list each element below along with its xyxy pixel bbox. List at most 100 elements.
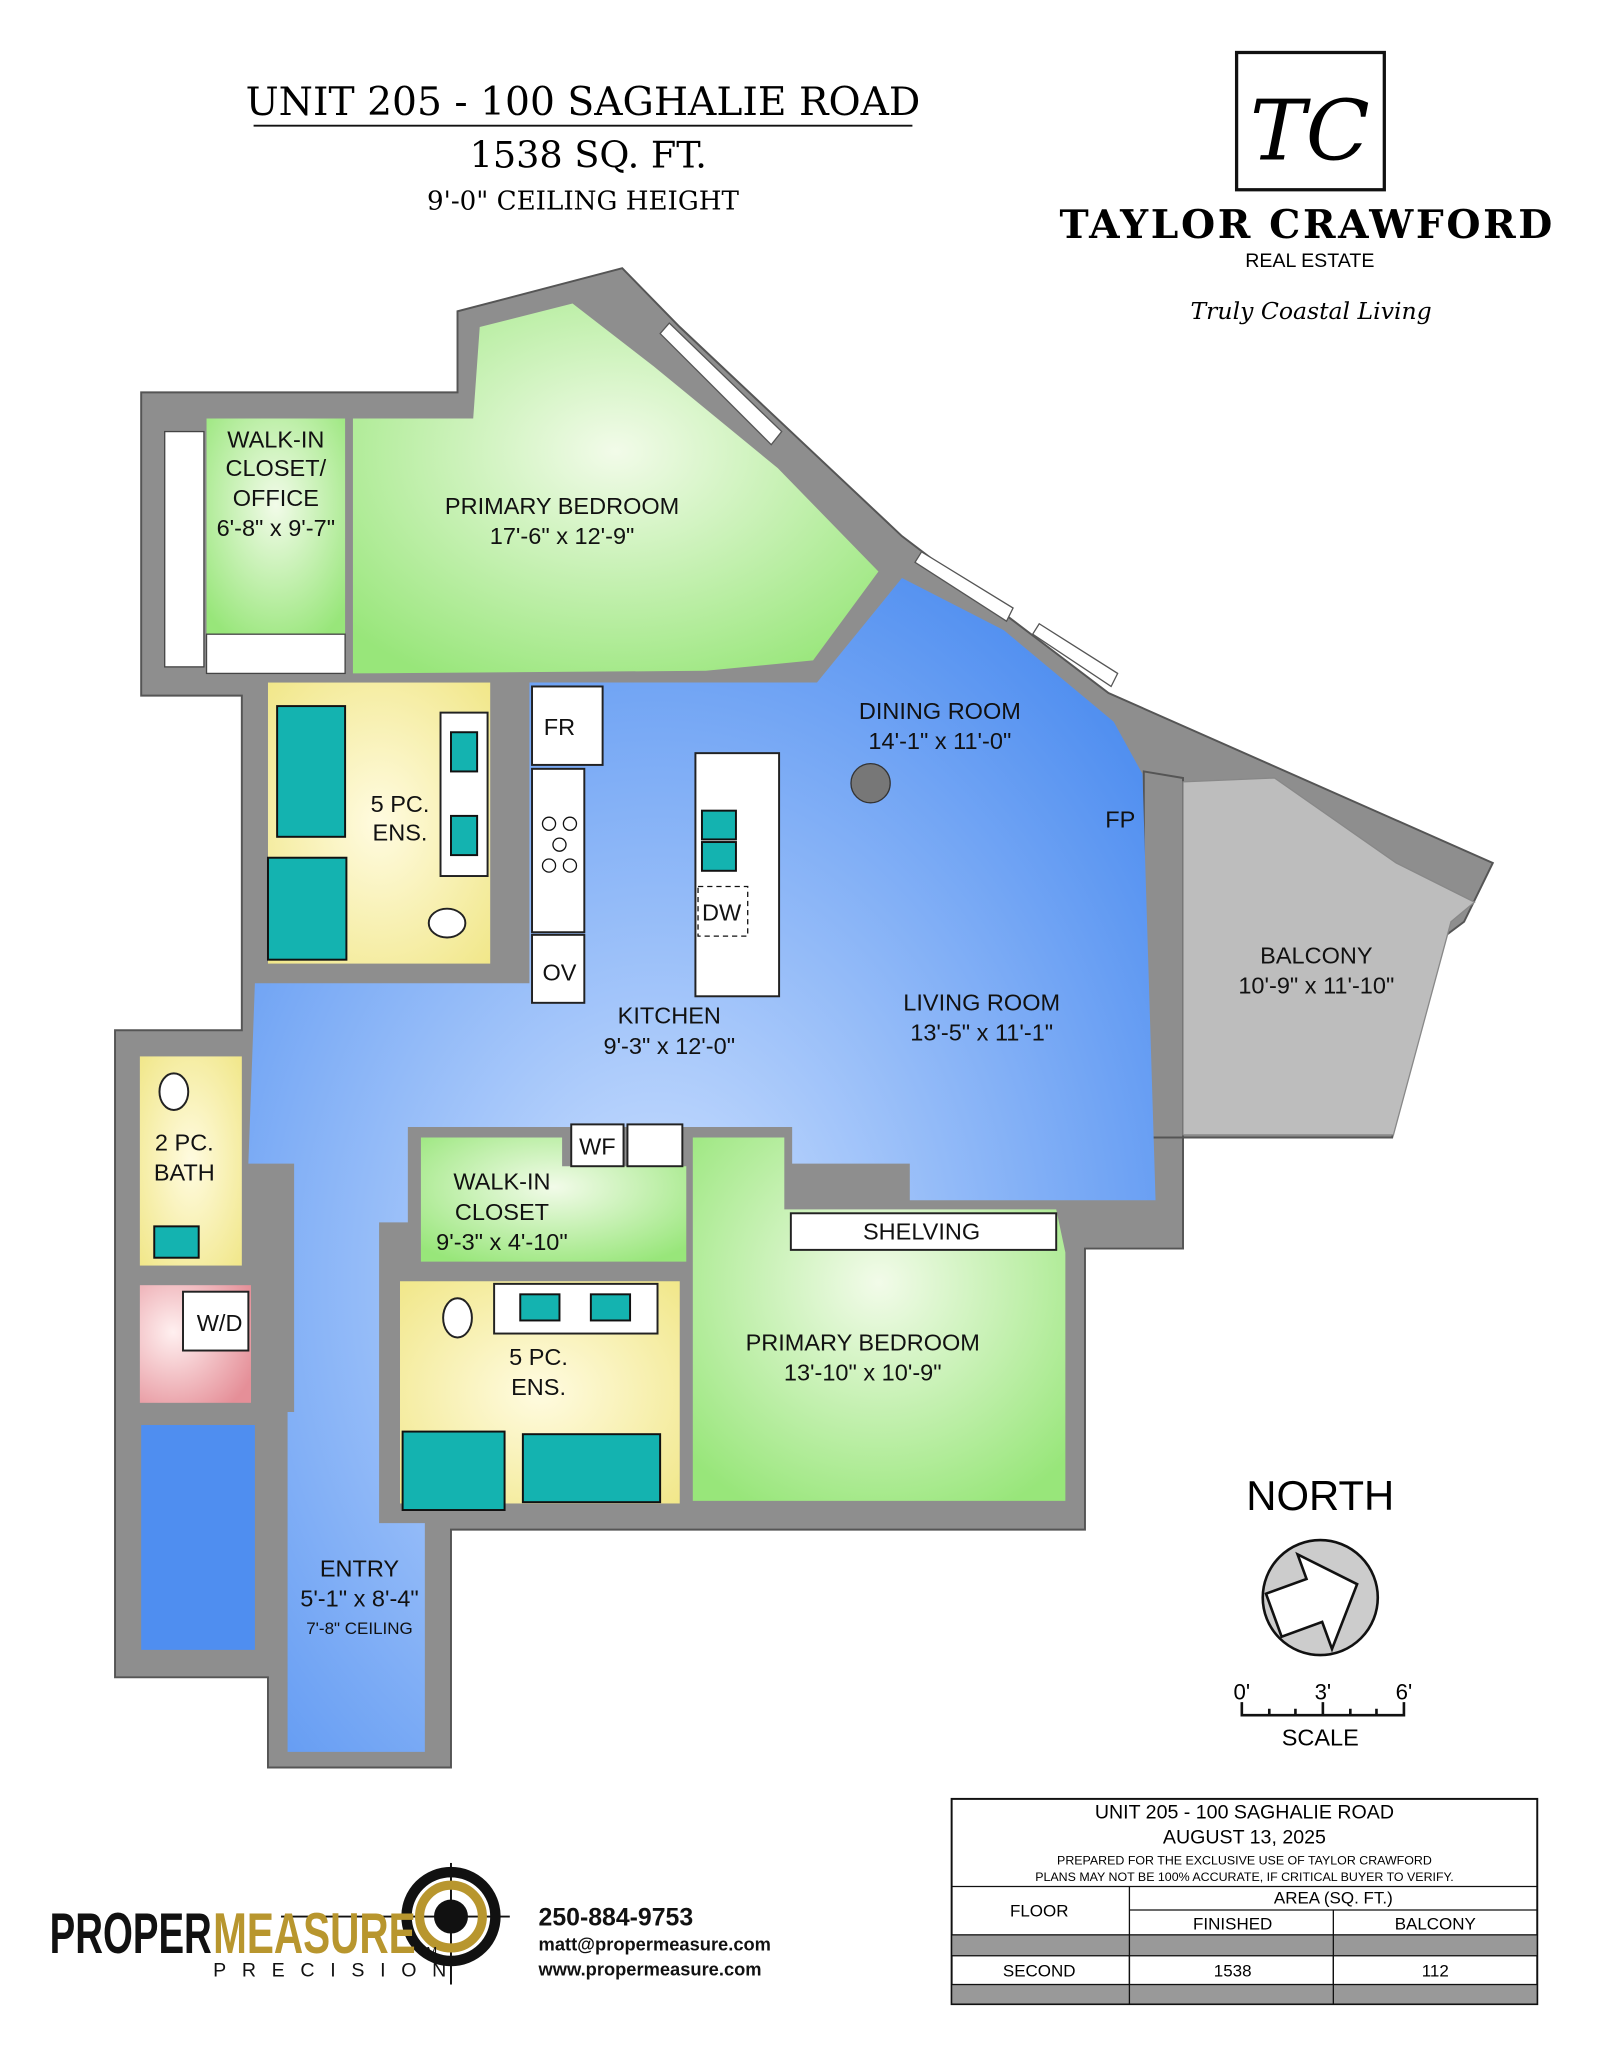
contact-phone: 250-884-9753 bbox=[539, 1905, 694, 1932]
table-note: PREPARED FOR THE EXCLUSIVE USE OF TAYLOR… bbox=[1057, 1853, 1432, 1867]
col-balcony: BALCONY bbox=[1395, 1915, 1476, 1934]
window bbox=[659, 322, 783, 446]
shelving-label: SHELVING bbox=[863, 1218, 980, 1244]
oven-label: OV bbox=[542, 960, 576, 986]
company-contact: 250-884-9753 matt@propermeasure.com www.… bbox=[538, 1905, 771, 1980]
north-arrow-icon bbox=[1264, 1551, 1359, 1653]
primary-bedroom-north bbox=[352, 303, 879, 674]
col-floor: FLOOR bbox=[1010, 1902, 1069, 1921]
kitchen-island bbox=[694, 752, 781, 998]
walk-in-closet-office bbox=[206, 418, 346, 635]
dishwasher-label: DW bbox=[702, 899, 742, 925]
plan-header: UNIT 205 - 100 SAGHALIE ROAD 1538 SQ. FT… bbox=[246, 80, 921, 216]
brand-name: TAYLOR CRAWFORD bbox=[1059, 202, 1554, 248]
north-label: NORTH bbox=[1246, 1472, 1394, 1519]
room-name: 5 PC. bbox=[371, 791, 430, 817]
fixtures: FR OV DW FP WF SHELVING W/D bbox=[153, 322, 1135, 1511]
table-row: SECOND 1538 112 bbox=[1003, 1962, 1449, 1981]
contact-email[interactable]: matt@propermeasure.com bbox=[539, 1934, 771, 1955]
room-name: DINING ROOM bbox=[859, 698, 1021, 724]
room-name: ENS. bbox=[511, 1374, 566, 1400]
room-dims: 5'-1" x 8'-4" bbox=[300, 1586, 418, 1612]
monogram: TC bbox=[1250, 82, 1370, 180]
fridge bbox=[531, 685, 604, 766]
living-dining-kitchen-area bbox=[248, 577, 1156, 1752]
fireplace-label: FP bbox=[1105, 807, 1135, 833]
scale-tick: 3' bbox=[1315, 1680, 1332, 1705]
logo-text-dark: PROPER bbox=[50, 1902, 212, 1966]
logo-text-gold: MEASURE bbox=[213, 1902, 416, 1966]
room-dims: 6'-8" x 9'-7" bbox=[217, 515, 335, 541]
room-name: OFFICE bbox=[233, 485, 319, 511]
scale-bar: 0' 3' 6' SCALE bbox=[1234, 1680, 1413, 1751]
vanity-south bbox=[493, 1282, 659, 1335]
unit-area: 1538 SQ. FT. bbox=[470, 134, 707, 177]
bathtub-south bbox=[521, 1433, 662, 1504]
table-note: PLANS MAY NOT BE 100% ACCURATE, IF CRITI… bbox=[1035, 1870, 1454, 1884]
shelving bbox=[789, 1212, 1058, 1251]
sink-half-bath bbox=[153, 1225, 200, 1259]
room-name: PRIMARY BEDROOM bbox=[445, 493, 679, 519]
shower-south bbox=[401, 1430, 506, 1511]
room-name: 5 PC. bbox=[509, 1344, 568, 1370]
room-name: WALK-IN bbox=[453, 1169, 550, 1195]
room-dims: 9'-3" x 4'-10" bbox=[436, 1229, 568, 1255]
room-dims: 10'-9" x 11'-10" bbox=[1238, 973, 1394, 999]
north-compass: NORTH bbox=[1246, 1472, 1394, 1657]
scale-tick: 6' bbox=[1396, 1680, 1413, 1705]
bathtub-north bbox=[276, 705, 347, 838]
dining-column bbox=[850, 762, 891, 804]
room-dims: 17'-6" x 12'-9" bbox=[490, 523, 635, 549]
cell-floor: SECOND bbox=[1003, 1962, 1076, 1981]
shower-north bbox=[266, 856, 348, 961]
contact-website[interactable]: www.propermeasure.com bbox=[538, 1958, 762, 1979]
cell-finished: 1538 bbox=[1214, 1962, 1252, 1981]
logo-tm: TM bbox=[418, 1944, 437, 1959]
fridge-label: FR bbox=[544, 714, 575, 740]
brand-tagline: Truly Coastal Living bbox=[1191, 297, 1432, 325]
toilet-half-bath bbox=[158, 1072, 190, 1111]
brand-logo: TC TAYLOR CRAWFORD REAL ESTATE Truly Coa… bbox=[1059, 50, 1554, 325]
room-name: 2 PC. bbox=[155, 1130, 214, 1156]
room-dims: 13'-5" x 11'-1" bbox=[910, 1020, 1053, 1046]
dishwasher bbox=[697, 885, 749, 937]
col-finished: FINISHED bbox=[1193, 1915, 1272, 1934]
washer-dryer-label: W/D bbox=[197, 1310, 243, 1336]
table-date: AUGUST 13, 2025 bbox=[1163, 1826, 1326, 1848]
toilet-south bbox=[442, 1297, 473, 1339]
room-note: 7'-8" CEILING bbox=[306, 1619, 413, 1638]
scale-label: SCALE bbox=[1282, 1724, 1359, 1750]
room-name: WALK-IN bbox=[227, 426, 324, 452]
table-title: UNIT 205 - 100 SAGHALIE ROAD bbox=[1095, 1802, 1394, 1824]
logo-subtext: PRECISION bbox=[213, 1960, 462, 1982]
room-name: ENTRY bbox=[320, 1556, 400, 1582]
col-area: AREA (SQ. FT.) bbox=[1274, 1888, 1393, 1907]
room-name: CLOSET/ bbox=[226, 455, 327, 481]
room-dims: 9'-3" x 12'-0" bbox=[603, 1033, 735, 1059]
room-name: BATH bbox=[154, 1160, 215, 1186]
oven bbox=[531, 933, 586, 1004]
ceiling-height: 9'-0" CEILING HEIGHT bbox=[427, 186, 739, 216]
room-name: KITCHEN bbox=[618, 1003, 721, 1029]
water-filter-label: WF bbox=[579, 1133, 616, 1159]
rooms bbox=[139, 303, 1476, 1752]
room-dims: 14'-1" x 11'-0" bbox=[868, 728, 1011, 754]
window bbox=[1031, 622, 1119, 688]
entry-closet bbox=[141, 1425, 255, 1650]
scale-tick: 0' bbox=[1234, 1680, 1251, 1705]
balcony bbox=[1182, 777, 1476, 1136]
washer-dryer bbox=[182, 1290, 250, 1352]
room-name: LIVING ROOM bbox=[903, 990, 1060, 1016]
cooktop-icon bbox=[541, 816, 578, 873]
room-name: PRIMARY BEDROOM bbox=[746, 1330, 980, 1356]
water-filter bbox=[570, 1123, 625, 1168]
monogram-frame bbox=[1234, 50, 1386, 192]
room-name: CLOSET bbox=[455, 1199, 549, 1225]
company-logo: PROPER MEASURE TM PRECISION bbox=[50, 1862, 510, 1985]
cell-balcony: 112 bbox=[1422, 1962, 1449, 1981]
info-table: UNIT 205 - 100 SAGHALIE ROAD AUGUST 13, … bbox=[950, 1797, 1539, 2006]
room-labels: PRIMARY BEDROOM 17'-6" x 12'-9" WALK-IN … bbox=[154, 426, 1395, 1638]
room-name: BALCONY bbox=[1260, 943, 1373, 969]
unit-title: UNIT 205 - 100 SAGHALIE ROAD bbox=[246, 80, 921, 125]
